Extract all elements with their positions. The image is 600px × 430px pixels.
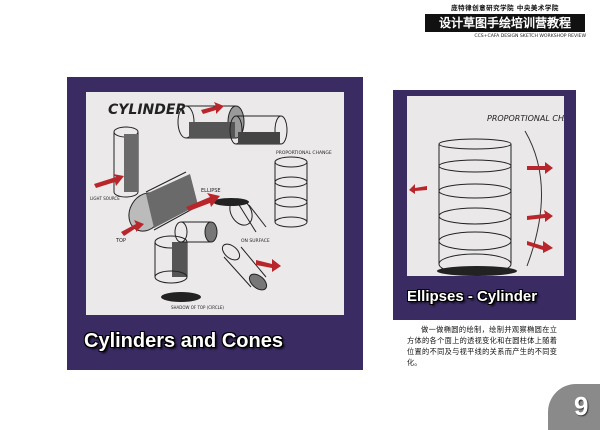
tall-stacked-cylinder (438, 138, 512, 275)
header-institutions: 庞特律创意研究学院 中央美术学院 (451, 4, 559, 12)
short-cylinder-bottom (154, 235, 188, 284)
cylinders-sketch-photo: CYLINDER (86, 92, 344, 315)
description-text: 做一做椭圆的绘制，绘制并观察椭圆在立方体的各个面上的透视变化和在圆柱体上随着位置… (407, 325, 557, 367)
label-ellipse: ELLIPSE (201, 188, 221, 194)
cylinder-base-shadow (437, 266, 517, 276)
light-direction-arrows (94, 102, 281, 272)
label-top: TOP (115, 238, 126, 244)
header-title: 设计草图手绘培训营教程 (425, 14, 585, 32)
cylinders-sketch: CYLINDER (86, 92, 344, 315)
stacked-ellipses (274, 156, 308, 228)
ellipses-sketch-photo: PROPORTIONAL CHANGE (407, 96, 564, 276)
header-subtitle: CCS+CAFA DESIGN SKETCH WORKSHOP REVIEW (474, 34, 586, 39)
ellipses-caption: Ellipses - Cylinder (407, 288, 538, 305)
large-horizontal-cylinder (229, 115, 288, 145)
cast-shadow-bottom (161, 292, 201, 302)
horizontal-cylinder-bottom (174, 221, 218, 243)
label-shadow-top: SHADOW OF TOP (CIRCLE) (171, 305, 224, 310)
label-proportional-change: PROPORTIONAL CHANGE (276, 150, 332, 156)
horizontal-cylinder-top (177, 105, 245, 139)
cast-shadow-ellipse (213, 198, 249, 206)
cylinders-caption: Cylinders and Cones (84, 330, 283, 352)
ellipses-sketch: PROPORTIONAL CHANGE (407, 96, 564, 276)
sketch-label-proportional-change: PROPORTIONAL CHANGE (487, 114, 564, 123)
cylinders-panel: CYLINDER (67, 77, 363, 370)
ellipse-arrows (409, 162, 553, 253)
label-light-source: LIGHT SOURCE (90, 196, 120, 201)
label-on-surface: ON SURFACE (241, 238, 270, 244)
ellipses-panel: PROPORTIONAL CHANGE Ellipses - Cylinder (393, 90, 576, 320)
angled-cylinder-bottom (221, 243, 268, 291)
page-number: 9 (574, 391, 589, 421)
header: 庞特律创意研究学院 中央美术学院 设计草图手绘培训营教程 CCS+CAFA DE… (420, 4, 590, 48)
curve-arrow (524, 130, 542, 267)
sketch-heading: CYLINDER (108, 102, 186, 118)
